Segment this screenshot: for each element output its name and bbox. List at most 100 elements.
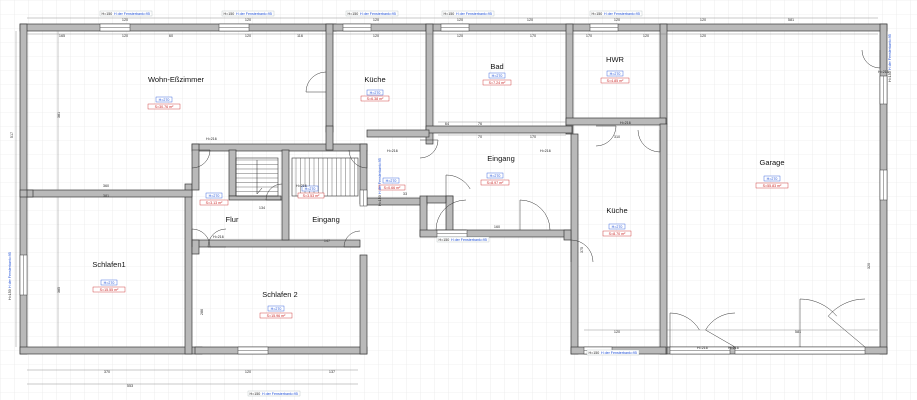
door-swing xyxy=(669,312,700,347)
door-swing xyxy=(343,230,361,248)
dimension-label: 581 xyxy=(795,330,801,334)
svg-text:H der Fensterbank=95: H der Fensterbank=95 xyxy=(604,12,640,16)
svg-text:H=150: H=150 xyxy=(439,238,450,242)
dimension-label: 120 xyxy=(614,330,620,334)
dimension-label: 120 xyxy=(700,34,706,38)
wall xyxy=(191,239,200,255)
svg-text:H der Fensterbank=95: H der Fensterbank=95 xyxy=(888,34,892,70)
room-badge: H=270 S=30.76 m² xyxy=(147,96,181,110)
stairs xyxy=(235,157,359,197)
wall xyxy=(665,23,888,32)
dimension-label: 76 xyxy=(478,122,482,126)
stair-arrow xyxy=(256,160,263,195)
svg-text:H=270: H=270 xyxy=(271,307,282,311)
svg-text:H=270: H=270 xyxy=(610,72,621,76)
dimension-label: 120 xyxy=(122,34,128,38)
dimension-label: 120 xyxy=(700,18,706,22)
svg-text:H=150: H=150 xyxy=(589,351,600,355)
wall xyxy=(325,125,334,151)
dimension-label: 320 xyxy=(867,263,871,269)
svg-text:H=150: H=150 xyxy=(444,12,455,16)
door-label: H=216 xyxy=(620,121,631,125)
dimension-label: 381 xyxy=(57,112,61,118)
wall xyxy=(19,23,337,32)
svg-text:S=15.55 m²: S=15.55 m² xyxy=(100,288,119,292)
dimension-label: 116 xyxy=(297,34,303,38)
dimension-label: 553 xyxy=(127,384,133,388)
door-swing xyxy=(305,71,327,93)
room-name: Schlafen 2 xyxy=(262,290,297,299)
dimension-label: 120 xyxy=(643,34,649,38)
dimension-label: 137 xyxy=(329,370,335,374)
room-badge: H=270 S=55.83 m² xyxy=(755,175,789,189)
dimension-label: 370 xyxy=(104,370,110,374)
svg-text:H=150: H=150 xyxy=(102,12,113,16)
room-badge: H=270 S=6.38 m² xyxy=(360,89,390,102)
svg-text:H der Fensterbank=95: H der Fensterbank=95 xyxy=(601,351,637,355)
wall xyxy=(366,129,430,138)
room-badges: H=270 S=30.76 m² H=270 S=6.38 m² H=270 S… xyxy=(92,70,789,319)
svg-text:H=150: H=150 xyxy=(348,12,359,16)
room-badge: H=270 S=15.55 m² xyxy=(92,279,126,293)
dimension-label: 385 xyxy=(57,287,61,293)
wall xyxy=(19,346,203,355)
dimension-label: 165 xyxy=(59,34,65,38)
svg-text:S=6.38 m²: S=6.38 m² xyxy=(367,97,384,101)
wall xyxy=(659,123,668,355)
room-badge: H=270 S=15.96 m² xyxy=(259,305,293,319)
dimension-label: 120 xyxy=(245,18,251,22)
room-name: Garage xyxy=(759,158,784,167)
wall xyxy=(194,346,368,355)
room-name: Flur xyxy=(226,215,239,224)
door-label: H=216 xyxy=(213,235,224,239)
window-label: H=150 H der Fensterbank=95 xyxy=(8,252,12,300)
door-swing xyxy=(191,228,211,248)
door-swing xyxy=(637,129,661,153)
svg-text:H der Fensterbank=95: H der Fensterbank=95 xyxy=(8,252,12,288)
dimension-lines xyxy=(15,17,878,385)
dimension-label: 33 xyxy=(403,192,407,196)
door-label: H=216 xyxy=(540,149,551,153)
svg-text:H=270: H=270 xyxy=(612,225,623,229)
svg-text:H=150: H=150 xyxy=(592,12,603,16)
dimension-label: 134 xyxy=(259,206,265,210)
svg-text:S=4.85 m²: S=4.85 m² xyxy=(607,79,624,83)
svg-text:H=150: H=150 xyxy=(8,289,12,300)
dimension-label: 120 xyxy=(245,34,251,38)
room-name: HWR xyxy=(606,55,624,64)
svg-text:H=270: H=270 xyxy=(159,98,170,102)
wall xyxy=(191,239,361,248)
room-name: Bad xyxy=(490,62,503,71)
wall xyxy=(425,125,573,134)
room-badge: H=270 S=4.85 m² xyxy=(600,70,630,84)
wall xyxy=(659,23,668,125)
door-swing xyxy=(191,149,211,169)
svg-text:H=270: H=270 xyxy=(209,194,220,198)
door-swing xyxy=(265,183,283,201)
window-label: H=150 H der Fensterbank=95 xyxy=(247,390,301,397)
room-name: Eingang xyxy=(312,215,340,224)
room-badge: H=270 S=0.66 m² xyxy=(378,177,406,191)
door-labels: H=216 H=216 H=216 H=216 H=216 H=216 H=21… xyxy=(206,70,889,350)
svg-text:S=30.76 m²: S=30.76 m² xyxy=(155,105,174,109)
dimension-label: 120 xyxy=(373,34,379,38)
room-name: Eingang xyxy=(487,154,515,163)
room-badge: H=270 S=8.70 m² xyxy=(602,223,632,237)
door-label: H=216 xyxy=(387,149,398,153)
window-label: H=150 H der Fensterbank=95 xyxy=(589,10,643,17)
wall xyxy=(191,143,368,152)
dimension-label: 64 xyxy=(445,122,449,126)
wall xyxy=(570,23,667,32)
window-label: H=150 H der Fensterbank=95 xyxy=(586,349,640,356)
window-label: H=150 H der Fensterbank=95 xyxy=(378,158,382,206)
room-badge: H=270 S=7.24 m² xyxy=(482,72,512,86)
svg-text:H der Fensterbank=95: H der Fensterbank=95 xyxy=(262,392,298,396)
dimension-texts: 165 120 60 120 116 120 120 170 170 120 1… xyxy=(10,18,871,388)
dimension-label: 170 xyxy=(530,135,536,139)
wall xyxy=(26,189,34,198)
svg-text:H=150: H=150 xyxy=(888,71,892,82)
svg-text:H=270: H=270 xyxy=(386,179,397,183)
svg-text:H der Fensterbank=95: H der Fensterbank=95 xyxy=(451,238,487,242)
